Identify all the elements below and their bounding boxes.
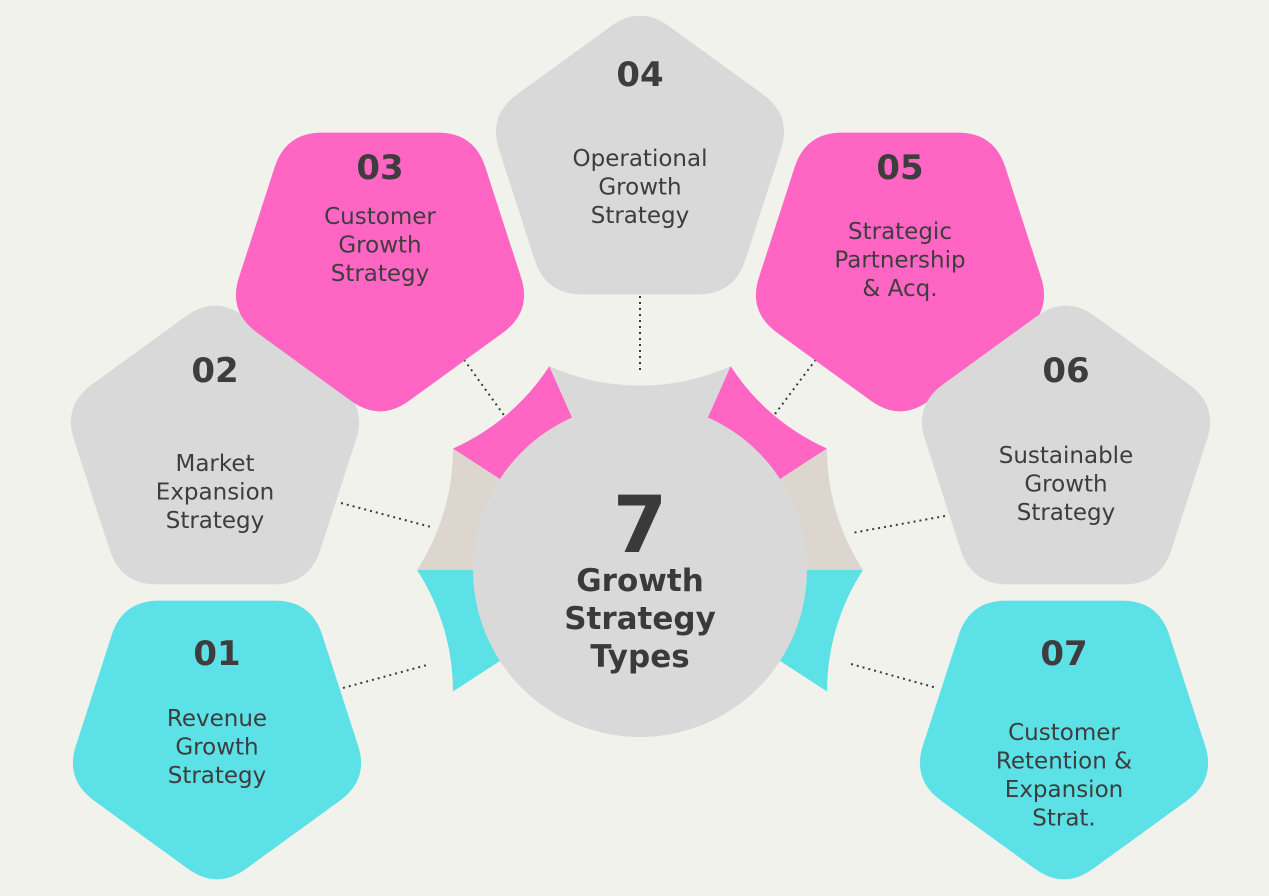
pentagon-shape xyxy=(495,15,785,295)
connector-line-03 xyxy=(456,349,507,419)
item-label-line: Growth xyxy=(598,175,681,201)
item-number: 04 xyxy=(616,55,663,95)
item-label-line: Market xyxy=(175,451,254,477)
connector-line-06 xyxy=(851,515,946,534)
item-label-line: Customer xyxy=(324,204,436,230)
item-label-line: Revenue xyxy=(167,706,267,732)
item-label-line: Strategy xyxy=(168,763,267,789)
item-label-line: & Acq. xyxy=(862,276,937,302)
center-label-line: Strategy xyxy=(564,601,716,637)
item-label-line: Sustainable xyxy=(999,443,1133,469)
connector-line-07 xyxy=(850,663,938,689)
item-number: 06 xyxy=(1042,351,1089,391)
item-label-line: Retention & xyxy=(996,749,1132,775)
item-label-line: Strategy xyxy=(166,508,265,534)
pentagon-shape xyxy=(921,305,1211,585)
item-label-line: Growth xyxy=(175,735,258,761)
pentagon-shape xyxy=(72,600,362,880)
item-label-line: Expansion xyxy=(1005,777,1123,803)
connector-line-05 xyxy=(771,349,824,419)
center-disc xyxy=(473,403,807,737)
item-label-line: Partnership xyxy=(834,248,965,274)
item-label-line: Operational xyxy=(573,146,708,172)
pentagon-shape xyxy=(70,305,360,585)
item-label-line: Strategy xyxy=(331,261,430,287)
item-label-line: Expansion xyxy=(156,480,274,506)
pentagon-shape xyxy=(235,132,525,412)
item-number: 07 xyxy=(1040,634,1087,674)
connector-lines xyxy=(340,296,946,689)
center-label-line: Types xyxy=(590,639,689,675)
connector-line-02 xyxy=(340,502,432,528)
item-number: 02 xyxy=(191,351,238,391)
item-label-line: Strategy xyxy=(1017,500,1116,526)
strategy-items: 01RevenueGrowthStrategy02MarketExpansion… xyxy=(70,15,1211,880)
item-number: 01 xyxy=(193,634,240,674)
item-label-line: Strategy xyxy=(591,203,690,229)
center-number: 7 xyxy=(613,481,667,571)
pentagon-shape xyxy=(919,600,1209,880)
item-label-line: Strategic xyxy=(848,219,952,245)
item-label-line: Strat. xyxy=(1032,806,1096,832)
connector-line-01 xyxy=(342,664,428,689)
pentagon-shape xyxy=(755,132,1045,412)
item-label-line: Growth xyxy=(1024,472,1107,498)
center-label-line: Growth xyxy=(576,563,704,599)
item-number: 05 xyxy=(876,148,923,188)
item-number: 03 xyxy=(356,148,403,188)
item-label-line: Customer xyxy=(1008,720,1120,746)
item-label-line: Growth xyxy=(338,233,421,259)
